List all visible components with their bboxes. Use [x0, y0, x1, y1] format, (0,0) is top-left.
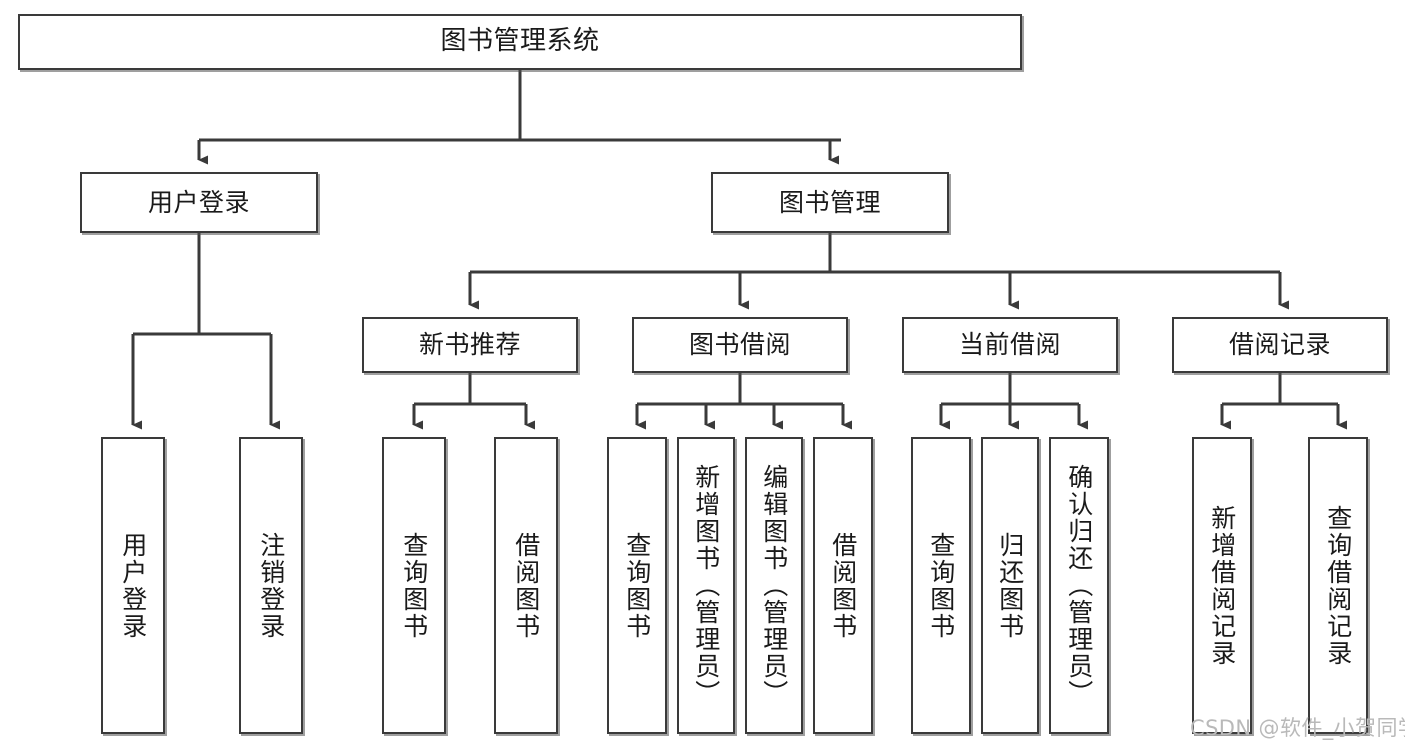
node-label: 用户登录: [118, 531, 148, 640]
node-label: 借阅记录: [1228, 330, 1331, 359]
leaf-current-query-book[interactable]: 查询图书: [911, 437, 971, 734]
node-borrowing-record[interactable]: 借阅记录: [1172, 317, 1388, 373]
node-book-management[interactable]: 图书管理: [711, 172, 949, 233]
leaf-logout[interactable]: 注销登录: [239, 437, 303, 734]
node-label: 查询图书: [399, 531, 429, 640]
leaf-current-confirm-return-admin[interactable]: 确认归还（管理员）: [1049, 437, 1109, 734]
leaf-record-add-borrow-record[interactable]: 新增借阅记录: [1192, 437, 1252, 734]
node-label: 用户登录: [147, 187, 250, 217]
node-label: 新增借阅记录: [1207, 504, 1237, 667]
leaf-borrow-borrow-book[interactable]: 借阅图书: [813, 437, 873, 734]
leaf-recommend-borrow-book[interactable]: 借阅图书: [494, 437, 558, 734]
node-label: 新书推荐: [418, 330, 521, 359]
node-label: 注销登录: [256, 531, 286, 640]
leaf-recommend-query-book[interactable]: 查询图书: [382, 437, 446, 734]
node-label: 确认归还（管理员）: [1064, 464, 1094, 707]
leaf-current-return-book[interactable]: 归还图书: [981, 437, 1039, 734]
node-label: 查询图书: [622, 531, 652, 640]
leaf-borrow-add-book-admin[interactable]: 新增图书（管理员）: [677, 437, 735, 734]
node-new-book-recommendation[interactable]: 新书推荐: [362, 317, 578, 373]
node-current-borrowing[interactable]: 当前借阅: [902, 317, 1118, 373]
node-label: 当前借阅: [958, 330, 1061, 359]
node-label: 借阅图书: [828, 531, 858, 640]
leaf-user-login[interactable]: 用户登录: [101, 437, 165, 734]
node-label: 借阅图书: [511, 531, 541, 640]
node-label: 图书管理系统: [440, 26, 600, 57]
csdn-watermark: CSDN @软件_小贺同学: [1190, 716, 1405, 740]
node-label: 图书管理: [778, 187, 881, 217]
node-label: 新增图书（管理员）: [691, 464, 721, 707]
node-root-book-management-system[interactable]: 图书管理系统: [18, 14, 1022, 70]
node-label: 归还图书: [995, 531, 1025, 640]
leaf-borrow-query-book[interactable]: 查询图书: [607, 437, 667, 734]
node-user-login[interactable]: 用户登录: [80, 172, 318, 233]
node-label: 查询借阅记录: [1323, 504, 1353, 667]
node-book-borrowing[interactable]: 图书借阅: [632, 317, 848, 373]
node-label: 查询图书: [926, 531, 956, 640]
node-label: 编辑图书（管理员）: [759, 464, 789, 707]
node-label: 图书借阅: [688, 330, 791, 359]
leaf-record-query-borrow-record[interactable]: 查询借阅记录: [1308, 437, 1368, 734]
leaf-borrow-edit-book-admin[interactable]: 编辑图书（管理员）: [745, 437, 803, 734]
